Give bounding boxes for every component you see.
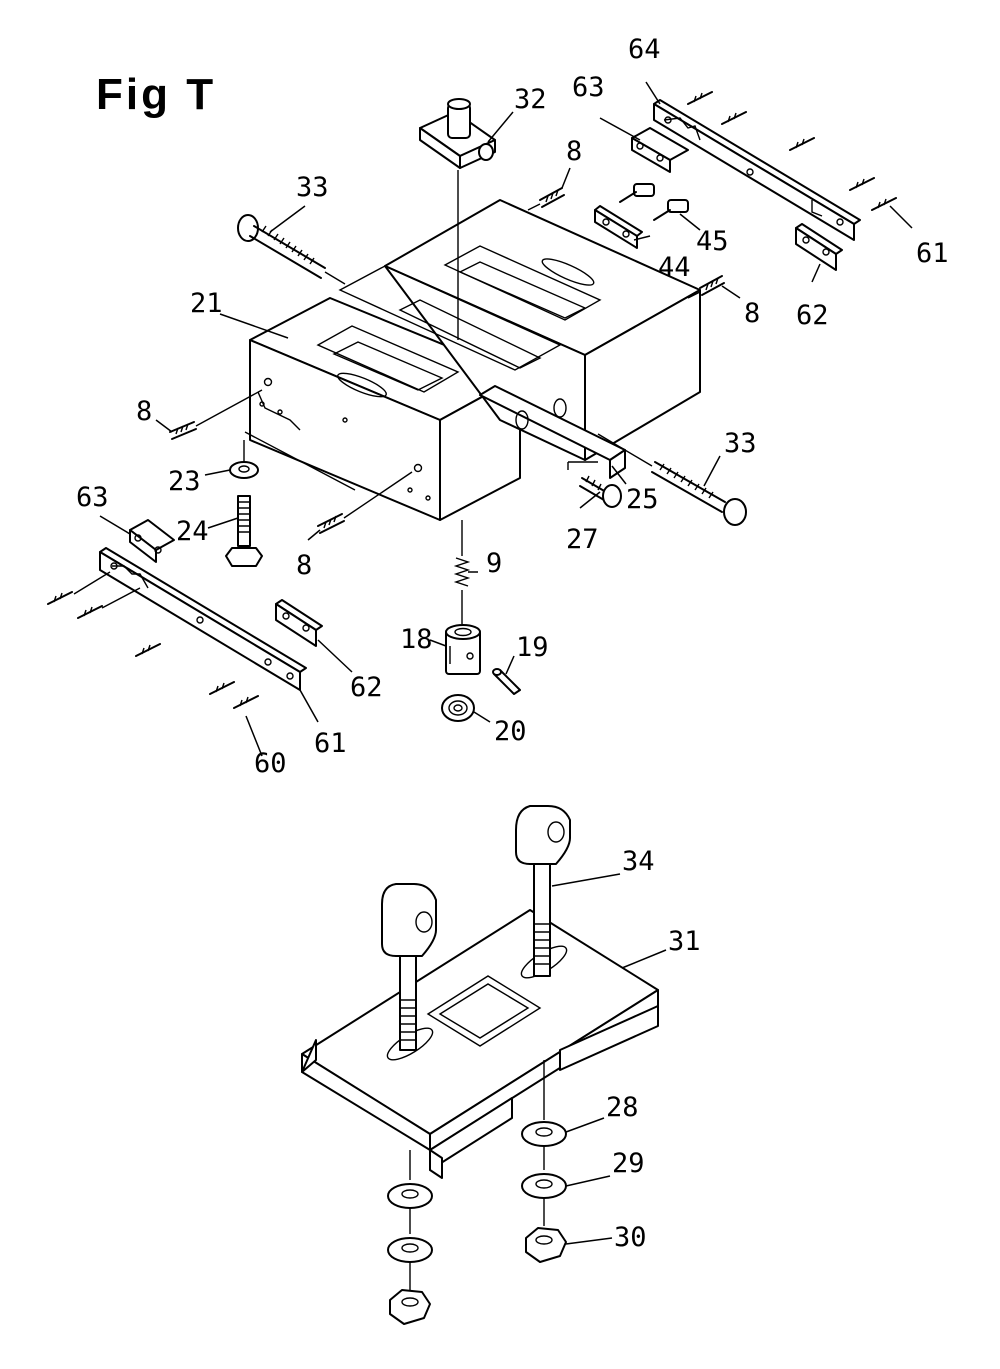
stud-34-right xyxy=(515,805,571,977)
callout-33-right: 33 xyxy=(724,428,757,459)
bearing-20 xyxy=(441,694,475,722)
top-block-32 xyxy=(419,98,496,340)
callout-61-right: 61 xyxy=(916,238,949,269)
callout-34: 34 xyxy=(622,846,655,877)
callout-8-top: 8 xyxy=(566,136,582,167)
callout-20: 20 xyxy=(494,716,527,747)
washer-left-lower xyxy=(387,1237,433,1290)
callout-32: 32 xyxy=(514,84,547,115)
callout-31: 31 xyxy=(668,926,701,957)
callout-33-top: 33 xyxy=(296,172,329,203)
gib-screws-60-left xyxy=(47,571,259,709)
callout-19: 19 xyxy=(516,632,549,663)
gib-64 xyxy=(653,99,861,241)
stud-34-left xyxy=(381,883,437,1051)
set-screw-8-right xyxy=(687,275,725,299)
holder-18 xyxy=(445,624,481,675)
plate-62-left xyxy=(275,599,323,647)
set-screw-8-front xyxy=(317,471,413,534)
bolt-33-right xyxy=(597,433,747,526)
pin-19 xyxy=(492,668,521,695)
callout-18: 18 xyxy=(400,624,433,655)
leader-lines xyxy=(99,81,913,1245)
callout-64: 64 xyxy=(628,34,661,65)
bolt-24 xyxy=(225,495,263,567)
base-31 xyxy=(301,909,659,1180)
callout-63-right: 63 xyxy=(572,72,605,103)
callout-8-right: 8 xyxy=(744,298,760,329)
callout-45: 45 xyxy=(696,226,729,257)
washer-28 xyxy=(521,1121,567,1170)
spring-9 xyxy=(453,520,471,624)
callout-8-left: 8 xyxy=(136,396,152,427)
washer-29 xyxy=(521,1173,567,1226)
screw-45 xyxy=(619,183,689,221)
callout-62-left: 62 xyxy=(350,672,383,703)
callout-60: 60 xyxy=(254,748,287,779)
bolt-33-left xyxy=(237,214,346,285)
gib-screws-61-right xyxy=(687,91,897,211)
figure-title: Fig T xyxy=(96,70,217,119)
nut-left xyxy=(389,1289,431,1325)
callout-30: 30 xyxy=(614,1222,647,1253)
callout-9: 9 xyxy=(486,548,502,579)
callout-25: 25 xyxy=(626,484,659,515)
callout-29: 29 xyxy=(612,1148,645,1179)
callout-27: 27 xyxy=(566,524,599,555)
callout-28: 28 xyxy=(606,1092,639,1123)
plate-44 xyxy=(594,205,643,249)
callout-21: 21 xyxy=(190,288,223,319)
callout-61-left: 61 xyxy=(314,728,347,759)
nut-30 xyxy=(525,1227,567,1263)
screw-27 xyxy=(567,461,622,508)
plate-63-right xyxy=(631,127,689,173)
plate-62-right xyxy=(795,223,843,271)
callout-63-left: 63 xyxy=(76,482,109,513)
washer-23 xyxy=(229,440,259,479)
callout-8-front: 8 xyxy=(296,550,312,581)
callout-62-right: 62 xyxy=(796,300,829,331)
washer-left-upper xyxy=(387,1183,433,1234)
callout-23: 23 xyxy=(168,466,201,497)
set-screw-8-top xyxy=(527,187,565,211)
set-screw-8-left xyxy=(169,389,263,440)
vise-body-21 xyxy=(244,199,701,521)
plate-63-left xyxy=(129,519,175,563)
callout-labels: 32 64 63 8 33 45 44 61 8 62 21 8 33 23 2… xyxy=(76,34,949,1253)
callout-24: 24 xyxy=(176,516,209,547)
callout-44: 44 xyxy=(658,252,691,283)
